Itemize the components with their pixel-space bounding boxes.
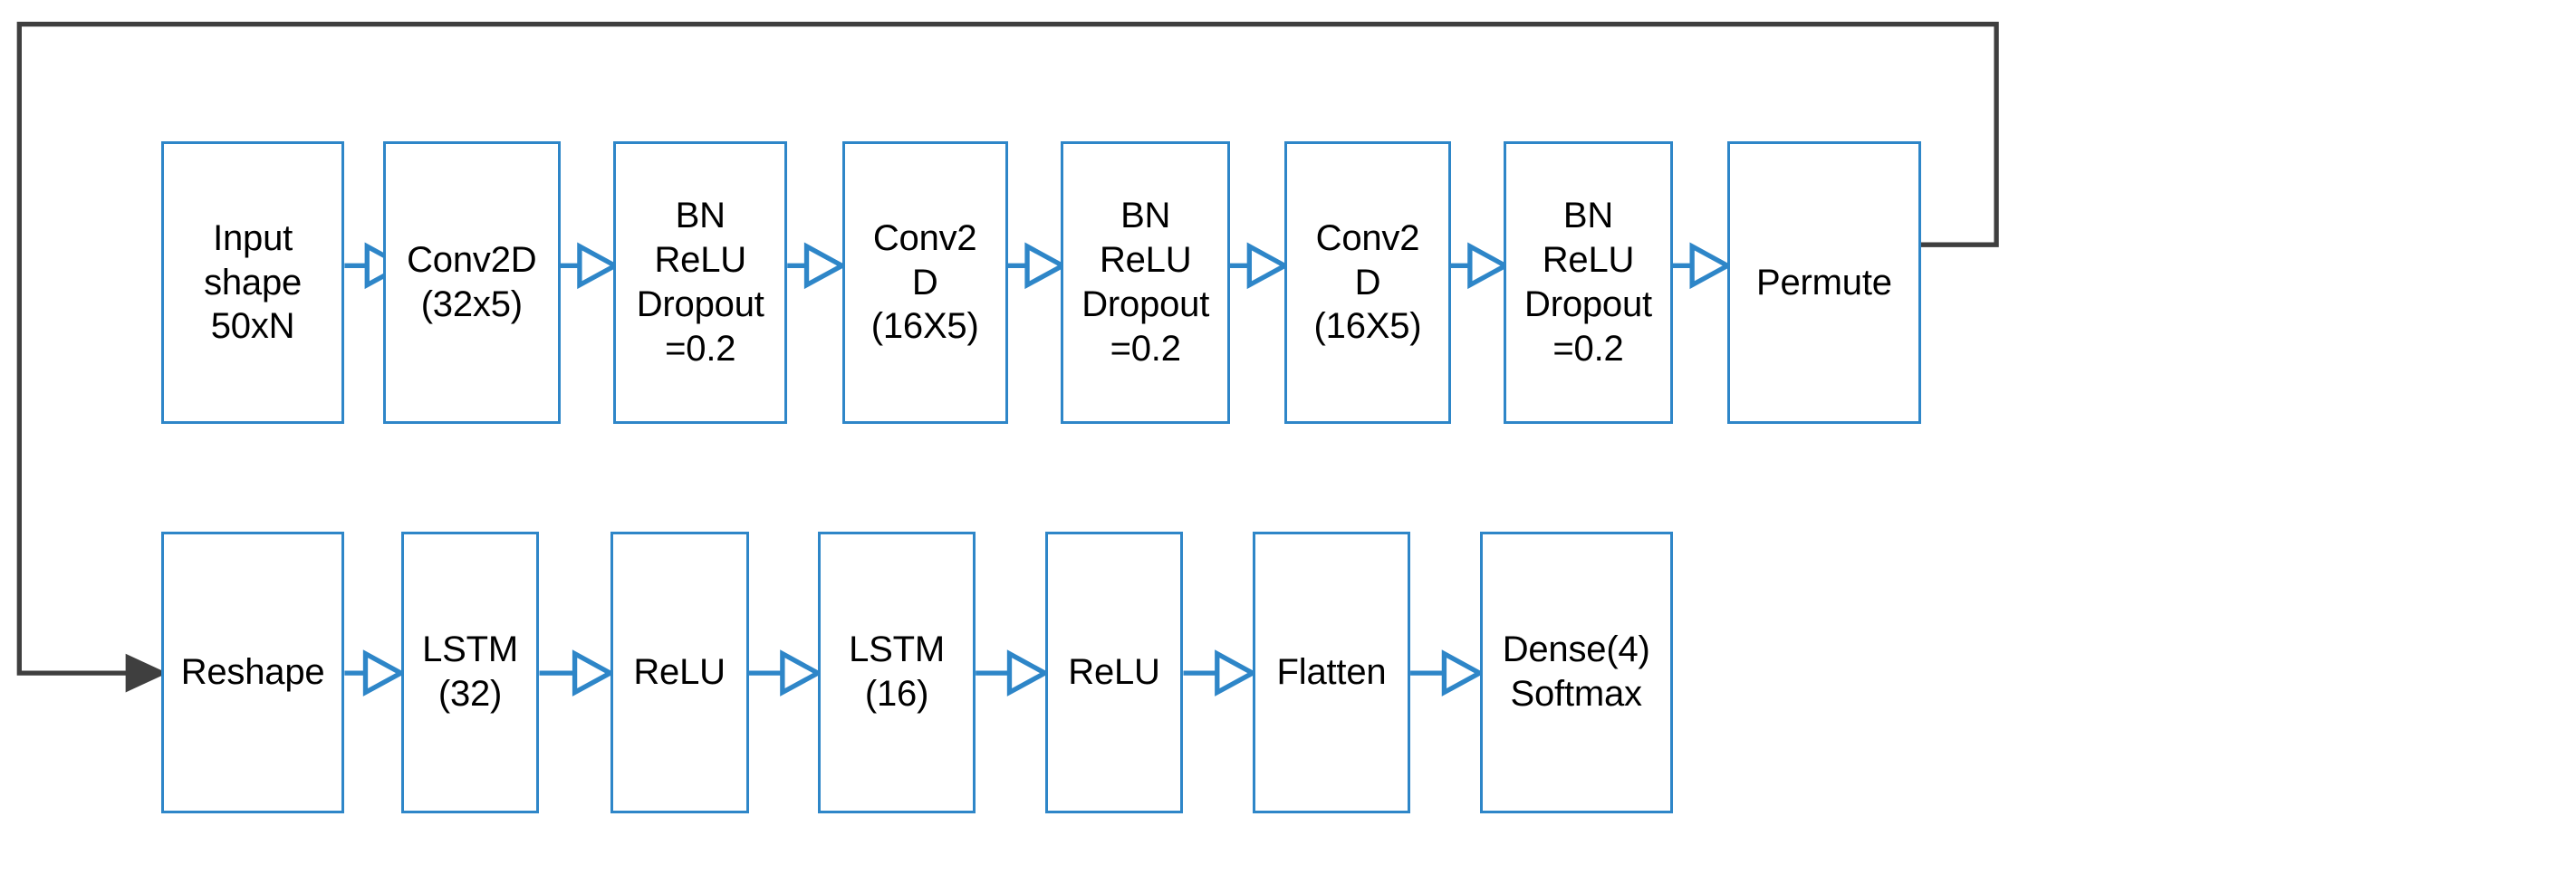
node-dense[interactable]: Dense(4)Softmax [1479, 531, 1673, 813]
open-arrowhead-icon [1689, 242, 1733, 290]
node-reshape[interactable]: Reshape [160, 531, 345, 813]
node-lstm-1-label-line-0: LSTM [422, 629, 518, 670]
node-flatten[interactable]: Flatten [1252, 531, 1411, 813]
connector-conv2d-1-to-bn-1 [560, 242, 620, 290]
node-dense-label-line-0: Dense(4) [1502, 629, 1650, 670]
node-conv2d-1-label-line-1: (32x5) [420, 283, 523, 324]
node-conv2d-2-label-line-1: D [911, 262, 938, 303]
node-permute[interactable]: Permute [1727, 141, 1921, 424]
node-permute-label-line-0: Permute [1756, 262, 1892, 303]
connector-bn-1-to-conv2d-2 [787, 242, 848, 290]
node-input-label-line-2: 50xN [210, 306, 295, 347]
connector-lstm-2-to-relu-2 [976, 649, 1051, 697]
node-lstm-2-label-line-1: (16) [864, 674, 929, 715]
connector-relu-2-to-flatten [1183, 649, 1258, 697]
node-conv2d-3-label-line-2: (16X5) [1313, 306, 1422, 347]
node-lstm-2-label-line-0: LSTM [849, 629, 945, 670]
node-bn-2-label-line-3: =0.2 [1110, 328, 1181, 369]
node-conv2d-3-label-line-0: Conv2 [1315, 217, 1420, 258]
open-arrowhead-icon [362, 649, 407, 697]
connector-bn-2-to-conv2d-3 [1230, 242, 1291, 290]
node-bn-1-label-line-1: ReLU [654, 240, 746, 281]
node-bn-2-label-line-0: BN [1120, 196, 1171, 236]
node-reshape-label-line-0: Reshape [180, 651, 325, 692]
open-arrowhead-icon [1024, 242, 1068, 290]
open-arrowhead-icon [1006, 649, 1051, 697]
open-arrowhead-icon [1467, 242, 1511, 290]
open-arrowhead-icon [1246, 242, 1291, 290]
node-dense-label-line-1: Softmax [1510, 674, 1643, 715]
node-conv2d-1-label-line-0: Conv2D [407, 240, 537, 281]
connector-reshape-to-lstm-1 [344, 649, 407, 697]
node-relu-2[interactable]: ReLU [1044, 531, 1184, 813]
open-arrowhead-icon [780, 649, 823, 697]
node-input-label-line-0: Input [213, 217, 293, 258]
connector-bn-3-to-permute [1672, 242, 1733, 290]
node-bn-3-label-line-0: BN [1562, 196, 1614, 236]
node-bn-2-label-line-1: ReLU [1099, 240, 1192, 281]
node-bn-2-label-line-2: Dropout [1081, 283, 1210, 324]
node-conv2d-3-label-line-1: D [1354, 262, 1381, 303]
node-input-label-line-1: shape [204, 262, 303, 303]
open-arrowhead-icon [1441, 649, 1485, 697]
node-flatten-label-line-0: Flatten [1276, 651, 1387, 692]
open-arrowhead-icon [803, 242, 848, 290]
node-bn-3-label-line-3: =0.2 [1552, 328, 1624, 369]
node-bn-3-label-line-1: ReLU [1542, 240, 1635, 281]
node-lstm-1[interactable]: LSTM(32) [400, 531, 540, 813]
open-arrowhead-icon [577, 242, 620, 290]
node-bn-1-label-line-2: Dropout [636, 283, 764, 324]
connector-relu-1-to-lstm-2 [748, 649, 823, 697]
node-conv2d-2-label-line-0: Conv2 [872, 217, 977, 258]
open-arrowhead-icon [1215, 649, 1258, 697]
filled-arrowhead-icon [125, 653, 168, 693]
connector-conv2d-2-to-bn-2 [1007, 242, 1068, 290]
node-lstm-2[interactable]: LSTM(16) [817, 531, 976, 813]
node-lstm-1-label-line-1: (32) [437, 674, 503, 715]
connector-conv2d-3-to-bn-3 [1450, 242, 1511, 290]
connector-lstm-1-to-relu-1 [539, 649, 616, 697]
open-arrowhead-icon [572, 649, 616, 697]
node-relu-1[interactable]: ReLU [610, 531, 749, 813]
node-bn-1-label-line-3: =0.2 [665, 328, 736, 369]
node-relu-2-label-line-0: ReLU [1068, 651, 1160, 692]
node-bn-3-label-line-2: Dropout [1524, 283, 1652, 324]
node-relu-1-label-line-0: ReLU [633, 651, 726, 692]
node-conv2d-1[interactable]: Conv2D(32x5) [383, 141, 561, 424]
connector-flatten-to-dense [1410, 649, 1485, 697]
node-bn-1-label-line-0: BN [675, 196, 726, 236]
connector-permute-to-reshape [16, 22, 1999, 693]
node-conv2d-2-label-line-2: (16X5) [870, 306, 979, 347]
